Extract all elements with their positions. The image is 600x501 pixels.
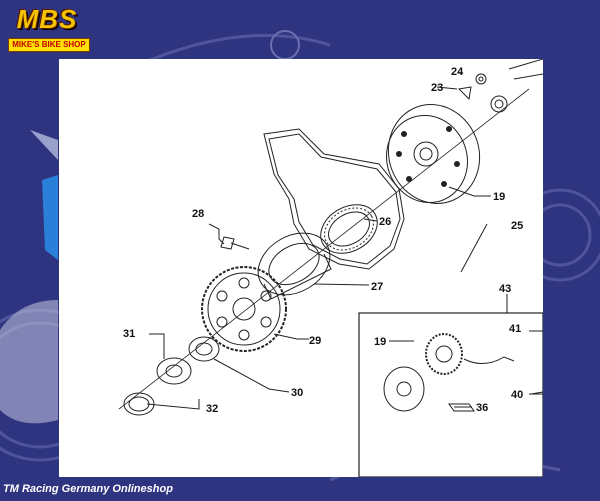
callout-19-inset: 19	[374, 336, 386, 348]
starter-gear-part	[201, 266, 287, 352]
callout-32: 32	[206, 403, 218, 415]
callout-29: 29	[309, 335, 321, 347]
callout-31: 31	[123, 328, 135, 340]
callout-30: 30	[291, 387, 303, 399]
gasket-part	[263, 128, 405, 270]
callout-41: 41	[509, 323, 521, 335]
callout-27: 27	[371, 281, 383, 293]
callout-36: 36	[476, 402, 488, 414]
callout-43: 43	[499, 283, 511, 295]
callout-19: 19	[493, 191, 505, 203]
callout-26: 26	[379, 216, 391, 228]
bolt-part	[220, 236, 250, 250]
callout-labels: 24 23 19 28 26 25 27 43 41 31 29 19 30 4…	[123, 66, 523, 415]
stator-kit-inset	[358, 312, 543, 477]
washer-part	[156, 357, 192, 385]
inset-flywheel-part	[383, 366, 425, 412]
callout-25: 25	[511, 220, 523, 232]
exploded-parts-diagram: 24 23 19 28 26 25 27 43 41 31 29 19 30 4…	[118, 59, 543, 477]
footer-shop-name: TM Racing Germany Onlineshop	[3, 483, 173, 495]
mbs-logo[interactable]: MBS MIKE'S BIKE SHOP	[4, 4, 90, 56]
callout-40: 40	[511, 389, 523, 401]
logo-text: MBS	[16, 4, 78, 34]
callout-24: 24	[451, 66, 464, 78]
callout-23: 23	[431, 82, 443, 94]
logo-subtitle: MIKE'S BIKE SHOP	[8, 38, 90, 52]
bushing-part	[188, 336, 220, 362]
flywheel-part	[386, 104, 481, 204]
inset-stator-part	[425, 333, 515, 375]
one-way-bearing-part	[320, 204, 378, 254]
callout-28: 28	[192, 208, 204, 220]
